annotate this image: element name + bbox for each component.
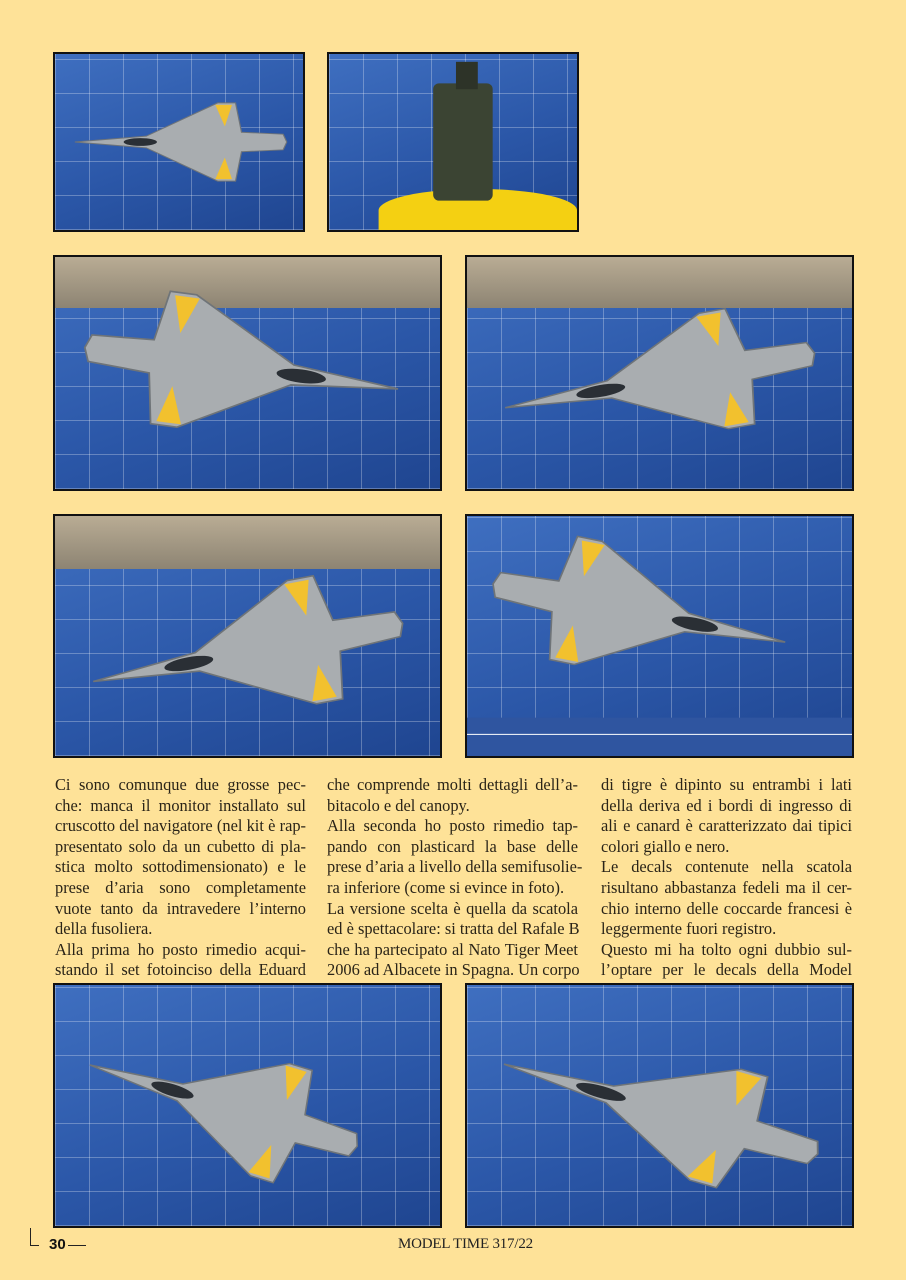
text-line: bitacolo e del canopy. [327, 795, 470, 815]
text-line: di tigre è dipinto su entrambi i lati [601, 775, 852, 794]
photo-rafale-tiger-front [465, 255, 854, 491]
text-line: che: manca il monitor installato sul [55, 795, 306, 815]
photo-rafale-tiger-ruler [465, 514, 854, 758]
text-line: Alla seconda ho posto rimedio tap- [327, 816, 578, 836]
text-line: prese d’aria a livello della semifusolie… [327, 857, 583, 877]
photo-ejection-seat [327, 52, 579, 232]
text-line: 2006 ad Albacete in Spagna. Un corpo [327, 960, 580, 980]
text-line: Ci sono comunque due grosse pec- [55, 775, 306, 794]
text-line: La versione scelta è quella da scatola [327, 898, 578, 918]
article-column-2: che comprende molti dettagli dell’a-bita… [327, 775, 583, 981]
text-line: Questo mi ha tolto ogni dubbio sul- [601, 939, 852, 959]
text-line: che comprende molti dettagli dell’a- [327, 775, 578, 794]
photo-rafale-assembled-top [53, 52, 305, 232]
text-line: cruscotto del navigatore (nel kit è rap- [55, 816, 306, 836]
text-line: Alla prima ho posto rimedio acqui- [55, 939, 306, 959]
text-line: ed è spettacolare: si tratta del Rafale … [327, 919, 580, 939]
text-line: della fusoliera. [55, 919, 153, 939]
photo-rafale-tiger-tail-left [53, 255, 442, 491]
text-line: Le decals contenute nella scatola [601, 857, 852, 877]
text-line: pando con plasticard la base delle [327, 836, 578, 856]
footer-bracket [30, 1228, 39, 1246]
article-column-1: Ci sono comunque due grosse pec-che: man… [55, 775, 306, 981]
page-number: 30 [49, 1236, 66, 1253]
text-line: l’optare per le decals della Model [601, 960, 852, 980]
footer-dash [68, 1245, 86, 1246]
photo-rafale-underside [53, 514, 442, 758]
text-line: vuote tanto da intravedere l’interno [55, 898, 306, 918]
text-line: prese d’aria sono completamente [55, 877, 306, 897]
text-line: ra inferiore (come si evince in foto). [327, 877, 565, 897]
magazine-issue: MODEL TIME 317/22 [398, 1236, 533, 1252]
text-line: della deriva ed i bordi di ingresso di [601, 795, 852, 815]
text-line: che ha partecipato al Nato Tiger Meet [327, 939, 578, 959]
text-line: presentato solo da un cubetto di pla- [55, 836, 306, 856]
text-line: risultano abbastanza fedeli ma il cer- [601, 877, 852, 897]
text-line: colori giallo e nero. [601, 836, 730, 856]
text-line: ali e canard è caratterizzato dai tipici [601, 816, 852, 836]
photo-rafale-tiger-top [53, 983, 442, 1228]
text-line: leggermente fuori registro. [601, 919, 777, 939]
text-line: stando il set fotoinciso della Eduard [55, 960, 306, 980]
text-line: chio interno delle coccarde francesi è [601, 898, 852, 918]
photo-rafale-cockpit-closeup [465, 983, 854, 1228]
text-line: stica molto sottodimensionato) e le [55, 857, 306, 877]
